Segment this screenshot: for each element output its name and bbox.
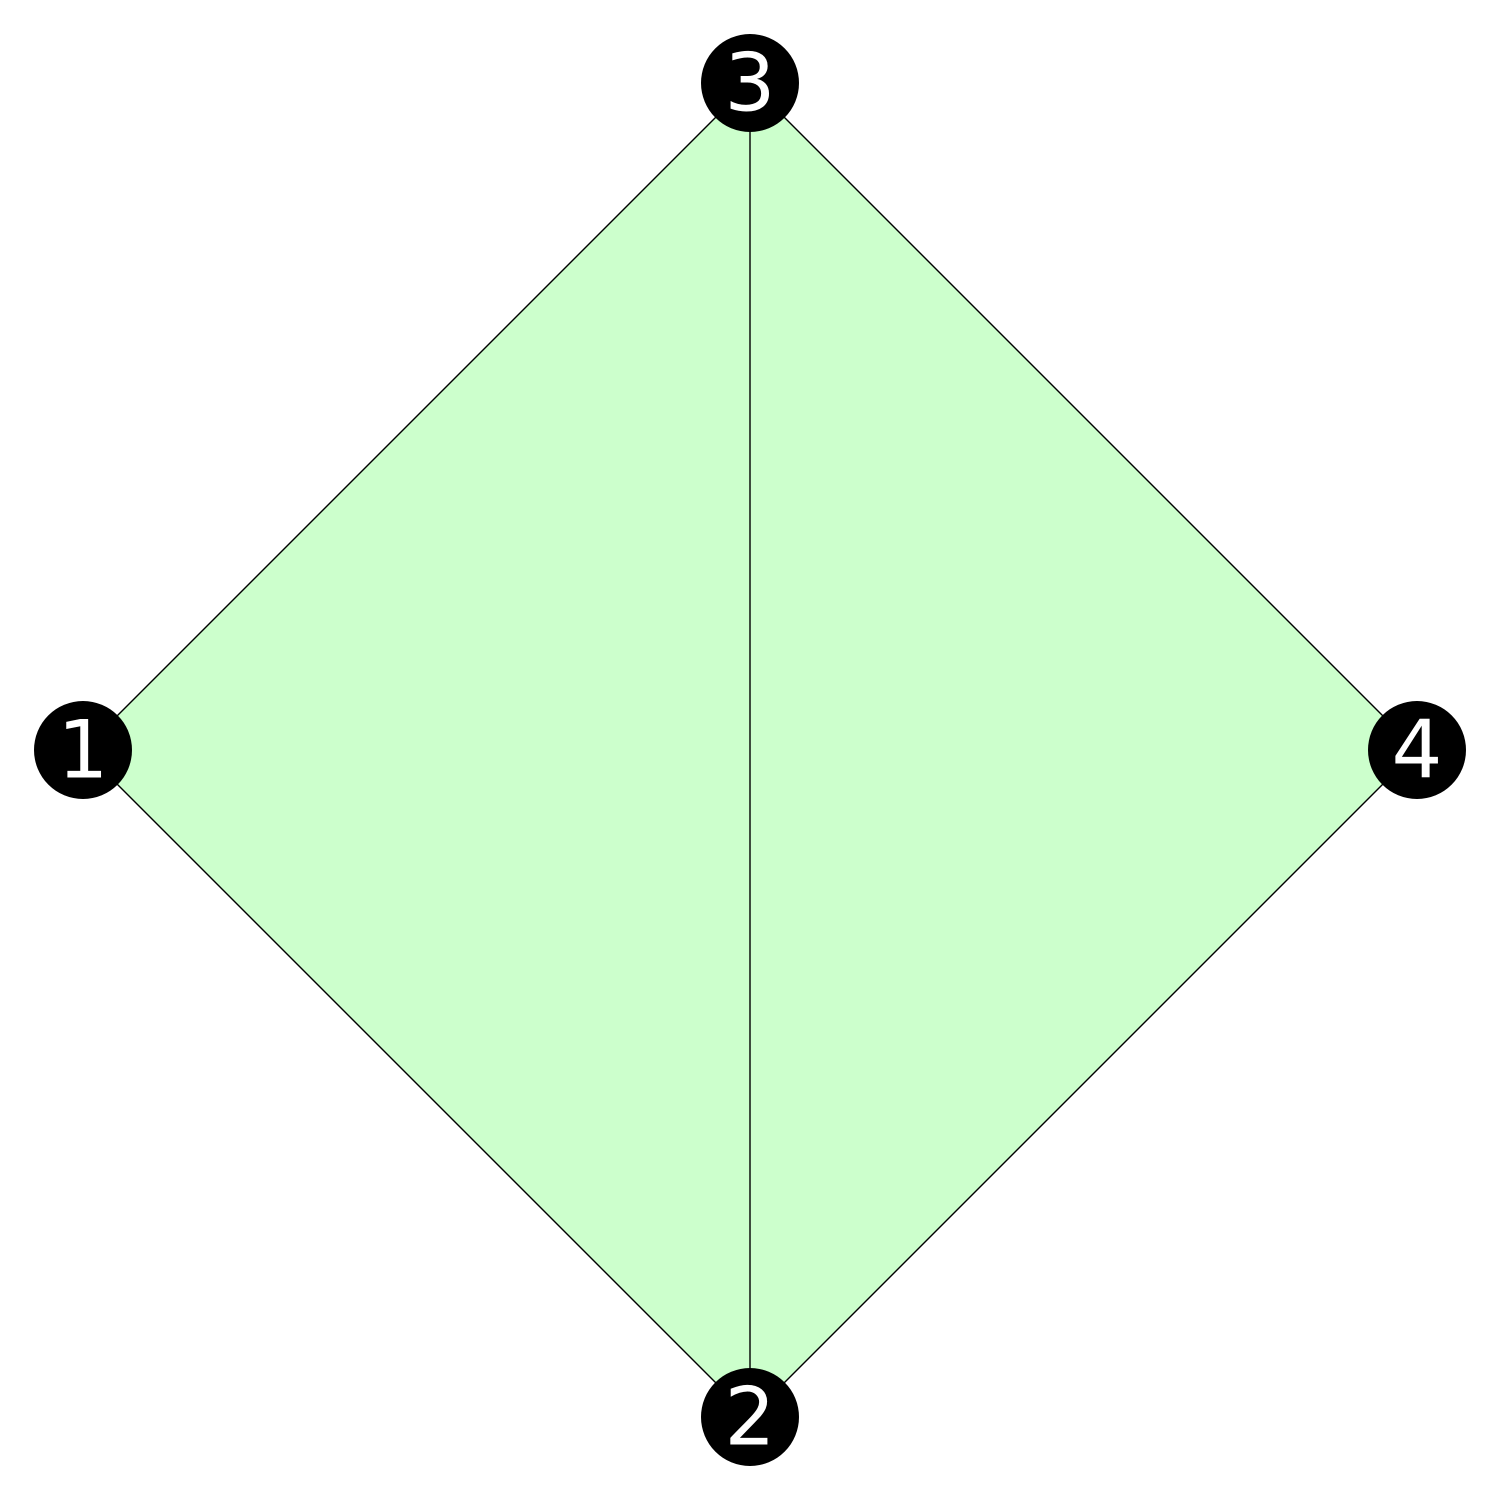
node-label: 3 [725,37,776,130]
nodes-layer: 1 2 3 4 [34,34,1466,1466]
node-circle [34,701,132,799]
edge-4-2 [749,749,1418,1418]
node-4: 4 [1368,701,1466,799]
node-label: 2 [725,1371,776,1464]
node-2: 2 [701,1368,799,1466]
node-1: 1 [34,701,132,799]
edge-1-3 [82,82,751,751]
node-3: 3 [701,34,799,132]
node-circle [701,1368,799,1466]
faces-layer [83,83,1417,1417]
node-label: 1 [58,704,109,797]
node-label: 4 [1392,704,1443,797]
node-circle [1368,701,1466,799]
face-3-4-2 [750,83,1417,1417]
edge-2-1 [82,749,751,1418]
node-circle [701,34,799,132]
edges-layer [82,82,1418,1418]
edge-3-4 [749,82,1418,751]
face-1-3-2 [83,83,750,1417]
